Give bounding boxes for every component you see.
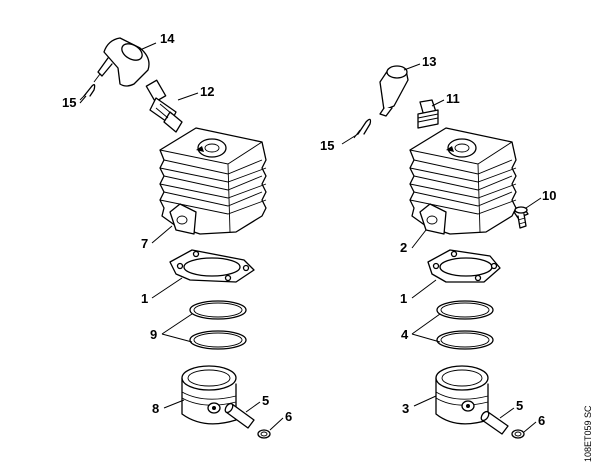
callout-1-right: 1 [400,291,407,306]
callout-6-left: 6 [285,409,292,424]
piston-pin-right [480,410,509,435]
callout-6-right: 6 [538,413,545,428]
spark-plug-right [417,99,439,129]
callout-4-right: 4 [401,327,409,342]
cylinder-left [159,127,267,235]
piston-rings-right [436,300,494,350]
right-assembly: 13 11 15 10 2 1 4 3 5 6 [320,54,556,439]
diagram-code: 108ET059 SC [583,405,593,462]
callout-8-left: 8 [152,401,159,416]
callout-15-right: 15 [320,138,334,153]
piston-pin-left [224,402,255,429]
screw-right [513,206,529,229]
callout-5-right: 5 [516,398,523,413]
callout-12-left: 12 [200,84,214,99]
circlip-right [511,429,525,439]
callout-3-right: 3 [402,401,409,416]
callout-10-right: 10 [542,188,556,203]
gasket-right [427,249,501,283]
callout-14-left: 14 [160,31,175,46]
callout-7-left: 7 [141,236,148,251]
callout-5-left: 5 [262,393,269,408]
callout-1-left: 1 [141,291,148,306]
spark-plug-boot-right [379,65,409,117]
piston-left [181,365,237,425]
gasket-left [169,249,255,283]
piston-right [435,365,489,425]
callout-15-left: 15 [62,95,76,110]
callout-13-right: 13 [422,54,436,69]
circlip-left [257,429,271,439]
cylinder-right [409,127,517,235]
spark-plug-left [145,79,183,133]
spring-clip-left [79,84,96,101]
spring-clip-right [353,118,372,139]
piston-rings-left [189,300,247,350]
callout-2-right: 2 [400,240,407,255]
callout-11-right: 11 [446,91,460,106]
left-assembly: 14 15 12 7 1 9 8 5 6 [62,31,292,439]
spark-plug-boot-left [93,37,150,87]
callout-9-left: 9 [150,327,157,342]
